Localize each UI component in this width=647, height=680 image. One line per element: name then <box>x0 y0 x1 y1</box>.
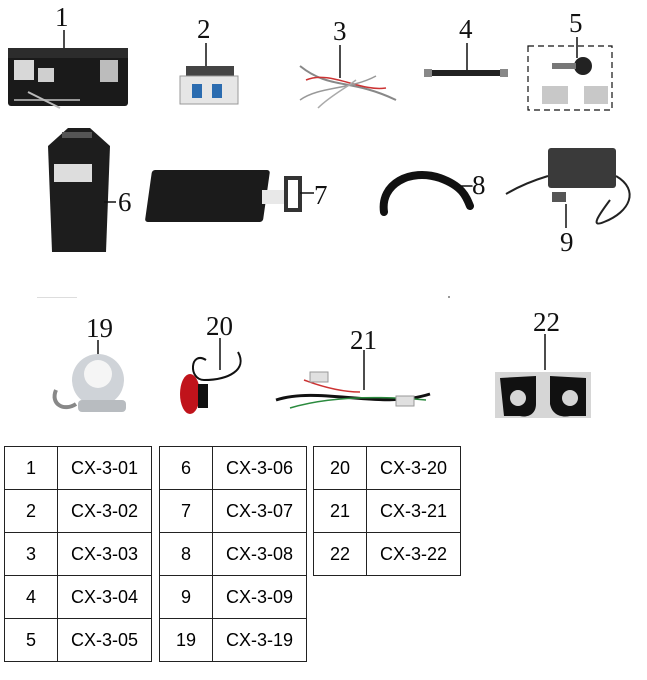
table-row: 19 CX-3-19 <box>159 618 307 662</box>
part-number: 5 <box>4 618 58 662</box>
stray-mark <box>448 296 450 298</box>
part-number: 6 <box>159 446 213 490</box>
table-row: 1 CX-3-01 <box>4 446 152 490</box>
controller-part <box>8 30 128 109</box>
part-code: CX-3-09 <box>212 575 307 619</box>
table-row: 9 CX-3-09 <box>159 575 307 619</box>
parts-table-col-3: 20 CX-3-20 21 CX-3-21 22 CX-3-22 <box>313 446 461 576</box>
callout-21: 21 <box>350 325 377 355</box>
part-number: 2 <box>4 489 58 533</box>
part-number: 3 <box>4 532 58 576</box>
callout-5: 5 <box>569 8 583 38</box>
callout-4: 4 <box>459 14 473 44</box>
tail-light-part <box>180 338 242 414</box>
headlight-part <box>52 340 126 412</box>
part-code: CX-3-19 <box>212 618 307 662</box>
callout-9: 9 <box>560 227 574 257</box>
part-code: CX-3-08 <box>212 532 307 576</box>
callout-20: 20 <box>206 311 233 341</box>
bracket-pair-part <box>495 334 591 418</box>
spiral-wrap-part <box>379 171 474 216</box>
part-code: CX-3-01 <box>57 446 152 490</box>
part-number: 7 <box>159 489 213 533</box>
part-number: 9 <box>159 575 213 619</box>
part-number: 19 <box>159 618 213 662</box>
part-number: 20 <box>313 446 367 490</box>
part-code: CX-3-21 <box>366 489 461 533</box>
battery-box-part <box>145 170 314 222</box>
part-number: 1 <box>4 446 58 490</box>
main-harness-part <box>275 350 431 409</box>
wire-harness-part <box>299 45 397 109</box>
battery-part <box>48 128 116 252</box>
table-row: 20 CX-3-20 <box>313 446 461 490</box>
table-row: 5 CX-3-05 <box>4 618 152 662</box>
part-code: CX-3-22 <box>366 532 461 576</box>
cable-part <box>424 43 508 77</box>
charger-part <box>505 148 631 228</box>
part-code: CX-3-03 <box>57 532 152 576</box>
part-code: CX-3-20 <box>366 446 461 490</box>
part-code: CX-3-04 <box>57 575 152 619</box>
part-number: 4 <box>4 575 58 619</box>
breaker-part <box>179 43 239 105</box>
table-row: 8 CX-3-08 <box>159 532 307 576</box>
part-code: CX-3-05 <box>57 618 152 662</box>
callout-2: 2 <box>197 14 211 44</box>
stray-mark <box>37 297 77 298</box>
part-code: CX-3-07 <box>212 489 307 533</box>
parts-table-col-1: 1 CX-3-01 2 CX-3-02 3 CX-3-03 4 CX-3-04 … <box>4 446 152 662</box>
callout-22: 22 <box>533 307 560 337</box>
part-number: 8 <box>159 532 213 576</box>
callout-7: 7 <box>314 180 328 210</box>
callout-19: 19 <box>86 313 113 343</box>
table-row: 7 CX-3-07 <box>159 489 307 533</box>
table-row: 4 CX-3-04 <box>4 575 152 619</box>
table-row: 2 CX-3-02 <box>4 489 152 533</box>
callout-8: 8 <box>472 170 486 200</box>
part-code: CX-3-02 <box>57 489 152 533</box>
part-code: CX-3-06 <box>212 446 307 490</box>
table-row: 22 CX-3-22 <box>313 532 461 576</box>
part-number: 21 <box>313 489 367 533</box>
table-row: 3 CX-3-03 <box>4 532 152 576</box>
callout-1: 1 <box>55 2 69 32</box>
callout-3: 3 <box>333 16 347 46</box>
lock-set-part <box>527 37 613 111</box>
parts-illustrations <box>8 30 631 418</box>
table-row: 6 CX-3-06 <box>159 446 307 490</box>
callout-6: 6 <box>118 187 132 217</box>
part-number: 22 <box>313 532 367 576</box>
parts-table-col-2: 6 CX-3-06 7 CX-3-07 8 CX-3-08 9 CX-3-09 … <box>159 446 307 662</box>
table-row: 21 CX-3-21 <box>313 489 461 533</box>
